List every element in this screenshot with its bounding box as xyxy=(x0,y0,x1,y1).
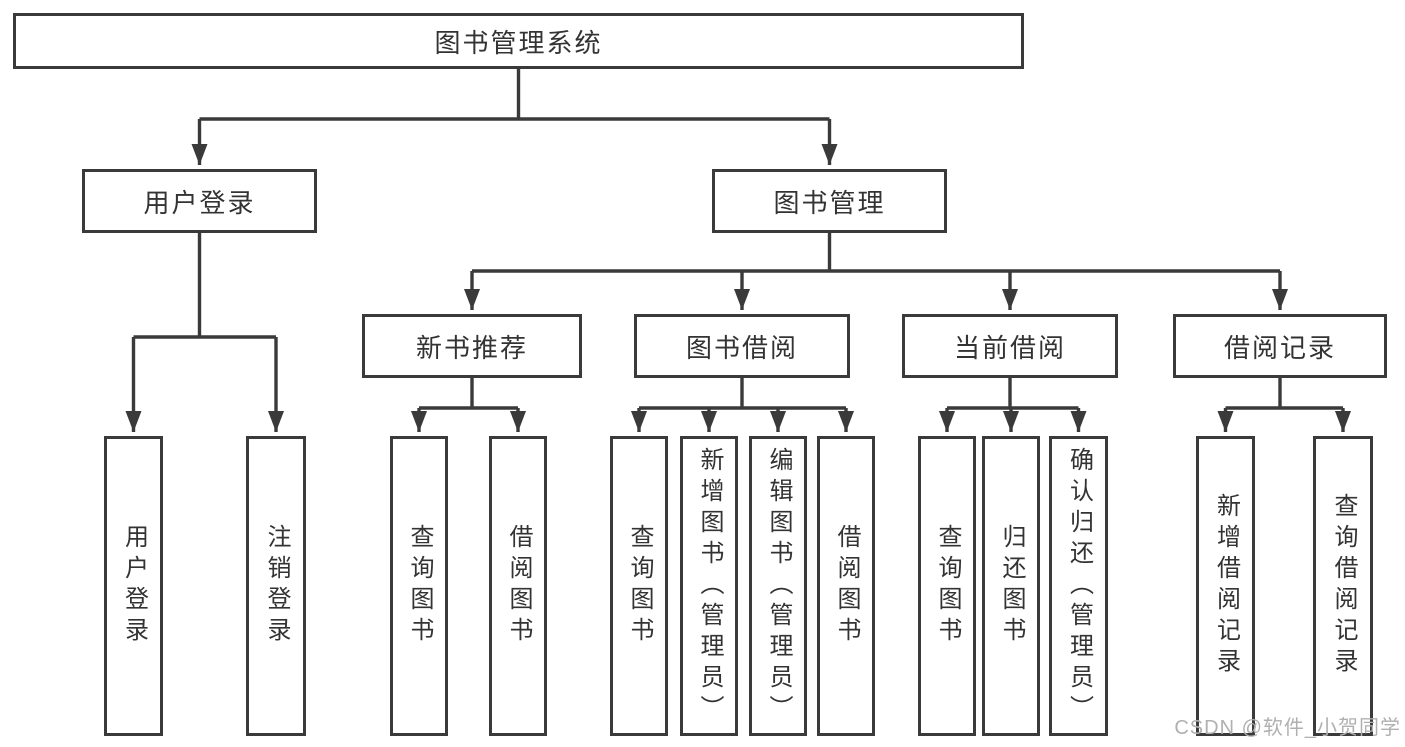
node-book-borrow-label: 图书借阅 xyxy=(685,332,798,363)
node-book-management: 图书管理 xyxy=(712,169,947,233)
edge-new-book-recommend-children xyxy=(411,378,526,432)
node-nb-query-books: 查询图书 xyxy=(390,436,448,736)
node-cb-confirm-return-admin-label: 确认归还（管理员） xyxy=(1065,446,1093,726)
node-br-add-record: 新增借阅记录 xyxy=(1196,436,1255,736)
node-borrow-records: 借阅记录 xyxy=(1173,314,1387,378)
node-bb-add-books-admin: 新增图书（管理员） xyxy=(680,436,738,736)
node-new-book-recommend: 新书推荐 xyxy=(362,314,582,378)
node-user-login-action-label: 用户登录 xyxy=(120,524,148,648)
node-br-add-record-label: 新增借阅记录 xyxy=(1212,493,1240,679)
node-cb-confirm-return-admin: 确认归还（管理员） xyxy=(1049,436,1108,736)
node-new-book-recommend-label: 新书推荐 xyxy=(415,332,528,363)
node-br-query-record-label: 查询借阅记录 xyxy=(1330,493,1357,679)
node-bb-add-books-admin-label: 新增图书（管理员） xyxy=(696,446,723,726)
node-borrow-records-label: 借阅记录 xyxy=(1223,332,1336,363)
node-root-label: 图书管理系统 xyxy=(434,27,603,58)
edge-book-borrow-children xyxy=(631,378,854,432)
edge-user-login-children xyxy=(125,233,284,432)
node-br-query-record: 查询借阅记录 xyxy=(1313,436,1373,736)
node-cb-query-books-label: 查询图书 xyxy=(934,524,961,648)
node-cb-return-books-label: 归还图书 xyxy=(998,524,1025,648)
node-user-login-action: 用户登录 xyxy=(104,436,163,736)
node-bb-edit-books-admin-label: 编辑图书（管理员） xyxy=(765,446,792,726)
node-cb-return-books: 归还图书 xyxy=(982,436,1040,736)
node-user-login-label: 用户登录 xyxy=(143,187,256,218)
edge-current-borrow-children xyxy=(939,378,1087,432)
node-bb-edit-books-admin: 编辑图书（管理员） xyxy=(749,436,807,736)
edge-book-management-children xyxy=(464,233,1288,310)
node-nb-borrow-books-label: 借阅图书 xyxy=(505,524,532,648)
node-bb-query-books: 查询图书 xyxy=(610,436,668,736)
node-root: 图书管理系统 xyxy=(13,13,1024,69)
node-book-borrow: 图书借阅 xyxy=(634,314,850,378)
node-current-borrow-label: 当前借阅 xyxy=(953,332,1066,363)
csdn-watermark: CSDN @软件_小贺同学 xyxy=(1174,717,1401,739)
node-book-management-label: 图书管理 xyxy=(773,187,886,218)
node-logout-action-label: 注销登录 xyxy=(263,524,290,648)
edge-root-to-level2 xyxy=(191,69,838,165)
node-user-login: 用户登录 xyxy=(82,169,317,233)
node-bb-query-books-label: 查询图书 xyxy=(626,524,653,648)
node-bb-borrow-books: 借阅图书 xyxy=(817,436,875,736)
edge-borrow-records-children xyxy=(1217,378,1351,432)
node-nb-query-books-label: 查询图书 xyxy=(406,524,433,648)
node-current-borrow: 当前借阅 xyxy=(902,314,1118,378)
node-nb-borrow-books: 借阅图书 xyxy=(489,436,547,736)
node-bb-borrow-books-label: 借阅图书 xyxy=(833,524,860,648)
node-cb-query-books: 查询图书 xyxy=(918,436,976,736)
node-logout-action: 注销登录 xyxy=(246,436,306,736)
